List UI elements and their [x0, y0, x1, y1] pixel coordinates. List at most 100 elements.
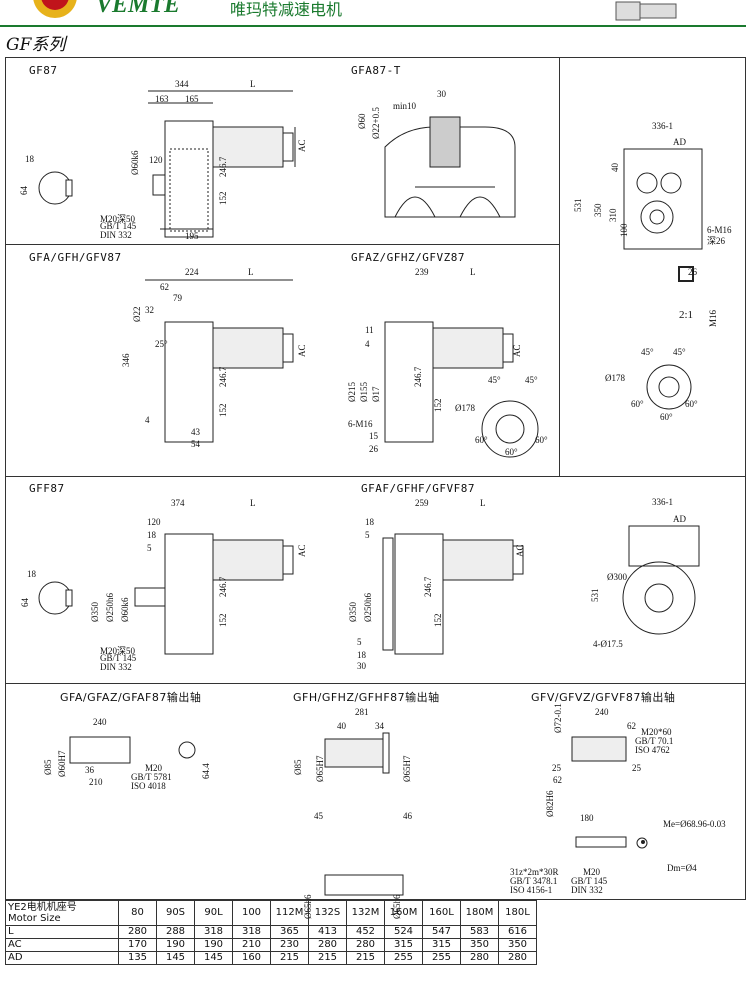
row-label: AC [5, 938, 119, 952]
gf87-dim-AC: AC [297, 139, 307, 152]
gfaz87-dim-60b: 60° [535, 435, 548, 445]
gfaf87-dim-250: Ø250h6 [363, 593, 373, 622]
gfaz87-dim-17: Ø17 [371, 386, 381, 403]
gfaz87-dim-15: 15 [369, 431, 378, 441]
gfaz87-dim-239: 239 [415, 267, 429, 277]
row-label: AD [5, 951, 119, 965]
value-cell: 318 [232, 925, 271, 939]
gfaz87-dim-155: Ø155 [359, 382, 369, 402]
panel-title-gfaz87: GFAZ/GFHZ/GFVZ87 [351, 251, 465, 264]
table-row: L 280 288 318 318 365 413 452 524 547 58… [5, 925, 537, 939]
motor-size-table: YE2电机机座号 Motor Size 80 90S 90L 100 112M … [5, 900, 537, 965]
row-label: L [5, 925, 119, 939]
gff87-dim-AC: AC [297, 544, 307, 557]
gfaf87-dim-5: 5 [365, 530, 370, 540]
table-header-label: YE2电机机座号 Motor Size [5, 900, 119, 926]
shaft-h-dim-85: Ø85 [293, 759, 303, 776]
gfaf87-dim-5b: 5 [357, 637, 362, 647]
key-dim-60b: 60° [685, 399, 698, 409]
gearbox-thumbnail-icon [615, 1, 677, 21]
shaft-v-note-me: Me=Ø68.96-0.03 [663, 819, 726, 829]
right-mid-drawing [622, 525, 700, 635]
shaft-h-drawing [324, 732, 404, 896]
key-dim-45b: 45° [673, 347, 686, 357]
size-cell: 90S [156, 900, 195, 926]
gfa87-dim-79: 79 [173, 293, 182, 303]
gff87-note-m20: M20深50 [100, 646, 136, 656]
table-row: AD 135 145 145 160 215 215 215 255 255 2… [5, 951, 537, 965]
gfaz87-dim-45a: 45° [488, 375, 501, 385]
shaft-v-note-gbt: GB/T 70.1 [635, 736, 674, 746]
size-cell: 180M [460, 900, 499, 926]
gfaz87-dim-26: 26 [369, 444, 378, 454]
value-cell: 280 [460, 951, 499, 965]
value-cell: 524 [384, 925, 423, 939]
gfaz87-dim-215: Ø215 [347, 382, 357, 402]
right-top-drawing [623, 148, 703, 410]
key-dim-60c: 60° [660, 412, 673, 422]
gfaz87-dim-AC: AC [512, 344, 522, 357]
shaft-v-note-gbt3478: GB/T 3478.1 [510, 876, 558, 886]
header-bar [0, 0, 746, 27]
key-dim-178: Ø178 [605, 373, 625, 383]
shaft-v-note-m20: M20*60 [641, 727, 672, 737]
gfa87-dim-224: 224 [185, 267, 199, 277]
gfaz87-dim-60a: 60° [475, 435, 488, 445]
panel-title-gf87: GF87 [29, 64, 58, 77]
gfaf87-dim-350: Ø350 [348, 602, 358, 622]
right-mid-dim-531: 531 [590, 588, 600, 603]
gff87-dim-250: Ø250h6 [105, 593, 115, 622]
size-cell: 160L [422, 900, 461, 926]
gfa87-dim-62: 62 [160, 282, 169, 292]
shaft-v-dim-25b: 25 [632, 763, 641, 773]
gff87-dim-18a: 18 [147, 530, 156, 540]
gfaz87-drawing [384, 321, 539, 458]
gfa87-dim-43: 43 [191, 427, 200, 437]
right-mid-dim-4holes: 4-Ø17.5 [593, 639, 623, 649]
right-mid-dim-336: 336-1 [652, 497, 673, 507]
gf87-drawing [38, 90, 296, 238]
value-cell: 280 [308, 938, 347, 952]
value-cell: 215 [270, 951, 309, 965]
shaft-v-dim-72: Ø72-0.1 [553, 703, 563, 733]
shaft-v-note-din: DIN 332 [571, 885, 603, 895]
gfaz87-dim-152: 152 [433, 398, 443, 413]
shaft-v-dim-240: 240 [595, 707, 609, 717]
value-cell: 280 [346, 938, 385, 952]
gf87-dim-18: 18 [25, 154, 34, 164]
size-cell: 112M [270, 900, 309, 926]
value-cell: 145 [194, 951, 233, 965]
right-top-dim-40: 40 [610, 163, 620, 172]
gff87-dim-246: 246.7 [218, 576, 228, 597]
key-dim-m16: M16 [708, 309, 718, 327]
gf87-note-gbt: GB/T 145 [100, 221, 137, 231]
gfa87-dim-25deg: 25° [155, 339, 168, 349]
value-cell: 190 [156, 938, 195, 952]
gff87-drawing [38, 533, 294, 655]
gfaf87-dim-30: 30 [357, 661, 366, 671]
shaft-v-note-iso4156: ISO 4156-1 [510, 885, 553, 895]
gfa87-drawing [145, 279, 294, 443]
right-mid-dim-AD: AD [673, 514, 686, 524]
panel-title-gfa87: GFA/GFH/GFV87 [29, 251, 122, 264]
gfaz87-dim-4: 4 [365, 339, 370, 349]
key-dim-26: 26 [688, 267, 697, 277]
page-header: VEMTE 唯玛特减速电机 [0, 0, 746, 28]
brand-name: VEMTE [96, 0, 181, 18]
value-cell: 280 [498, 951, 537, 965]
value-cell: 616 [498, 925, 537, 939]
gfa87-dim-32: 32 [145, 305, 154, 315]
gfaf87-dim-L: L [480, 498, 486, 508]
gfa87t-dim-min10: min10 [393, 101, 417, 111]
gfaz87-dim-60c: 60° [505, 447, 518, 457]
shaft-h-dim-34: 34 [375, 721, 384, 731]
shaft-v-dim-25a: 25 [552, 763, 561, 773]
gf87-dim-60k6: Ø60k6 [130, 150, 140, 176]
value-cell: 215 [346, 951, 385, 965]
value-cell: 288 [156, 925, 195, 939]
value-cell: 160 [232, 951, 271, 965]
table-header-row: YE2电机机座号 Motor Size 80 90S 90L 100 112M … [5, 900, 537, 926]
gff87-dim-5: 5 [147, 543, 152, 553]
gff87-dim-64: 64 [20, 598, 30, 607]
value-cell: 145 [156, 951, 195, 965]
